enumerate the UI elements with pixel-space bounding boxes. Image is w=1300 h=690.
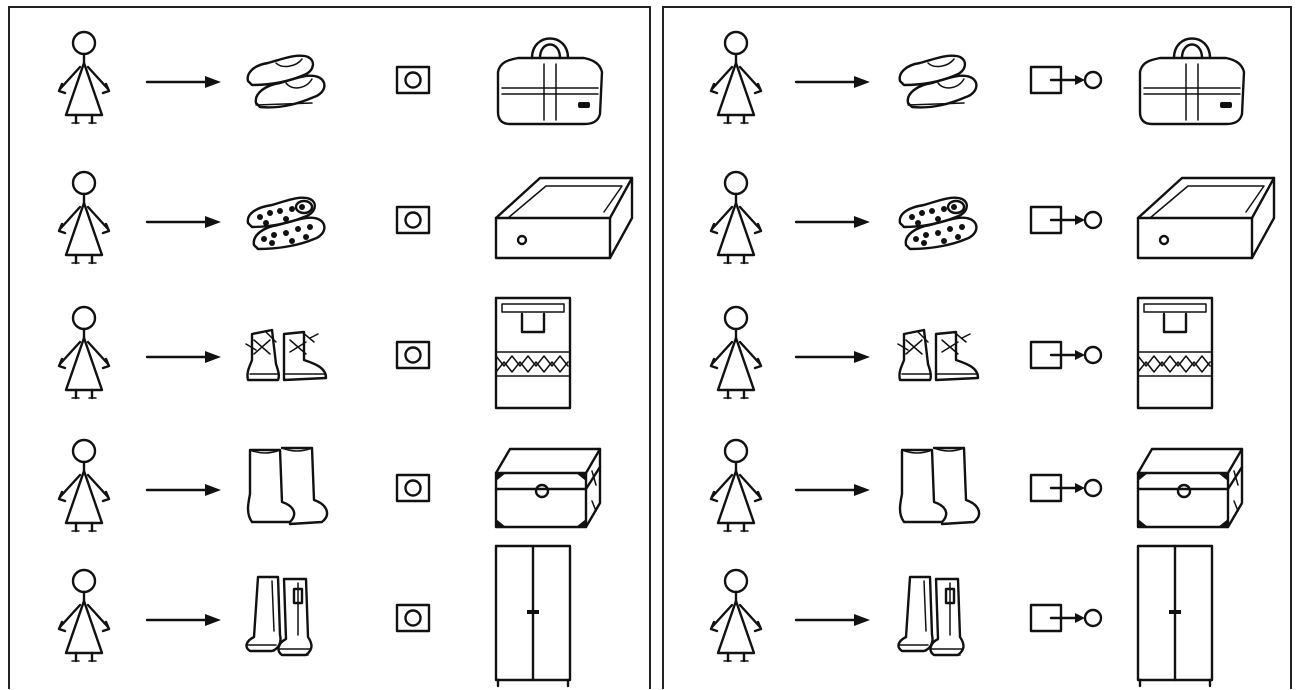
person-icon [57,568,111,663]
box-with-circle-icon [395,65,431,95]
arrow-icon [794,484,870,496]
person-icon [57,438,111,533]
box-with-circle-icon [395,473,431,503]
lace-up-boots-icon [897,328,980,382]
box-with-circle-icon [395,603,431,633]
shopping-bag-icon [1136,296,1214,410]
person-icon [709,30,763,125]
felt-boots-icon [898,446,981,526]
person-icon [57,30,111,125]
person-icon [709,438,763,533]
person-icon [709,305,763,400]
arrow-icon [145,351,221,363]
box-arrow-circle-icon [1029,340,1103,370]
felt-boots-icon [246,446,329,526]
arrow-icon [145,76,221,88]
arrow-icon [145,216,221,228]
polka-dot-shoes-icon [246,196,326,251]
handbag-icon [496,37,604,126]
polka-dot-shoes-icon [898,196,978,251]
box-with-circle-icon [395,340,431,370]
drawer-icon [494,176,634,260]
arrow-icon [794,614,870,626]
wardrobe-icon [1136,544,1214,688]
tall-boots-icon [245,575,313,657]
person-icon [57,170,111,265]
arrow-icon [145,484,221,496]
arrow-icon [794,216,870,228]
box-arrow-circle-icon [1029,473,1103,503]
right-panel [662,6,1292,689]
chest-icon [1136,447,1244,529]
shopping-bag-icon [494,296,572,410]
wardrobe-icon [494,544,572,688]
handbag-icon [1138,37,1246,126]
shoes-icon [246,54,326,109]
tall-boots-icon [897,575,965,657]
box-arrow-circle-icon [1029,603,1103,633]
shoes-icon [898,54,978,109]
person-icon [709,568,763,663]
arrow-icon [145,614,221,626]
person-icon [57,305,111,400]
arrow-icon [794,76,870,88]
lace-up-boots-icon [245,328,328,382]
arrow-icon [794,351,870,363]
person-icon [709,170,763,265]
chest-icon [494,447,602,529]
drawer-icon [1136,176,1276,260]
box-arrow-circle-icon [1029,205,1103,235]
left-panel [8,6,651,689]
box-with-circle-icon [395,205,431,235]
box-arrow-circle-icon [1029,65,1103,95]
